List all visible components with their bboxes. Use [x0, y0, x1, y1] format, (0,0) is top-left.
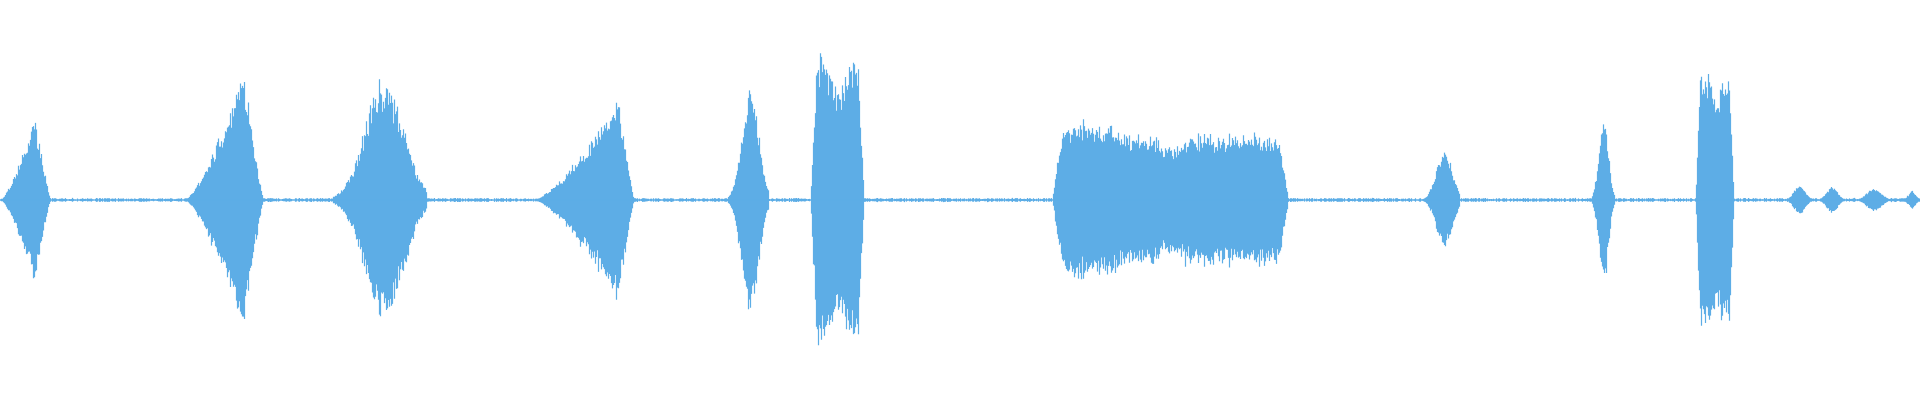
waveform-path: [0, 53, 1920, 346]
waveform-bars: [0, 53, 1920, 346]
